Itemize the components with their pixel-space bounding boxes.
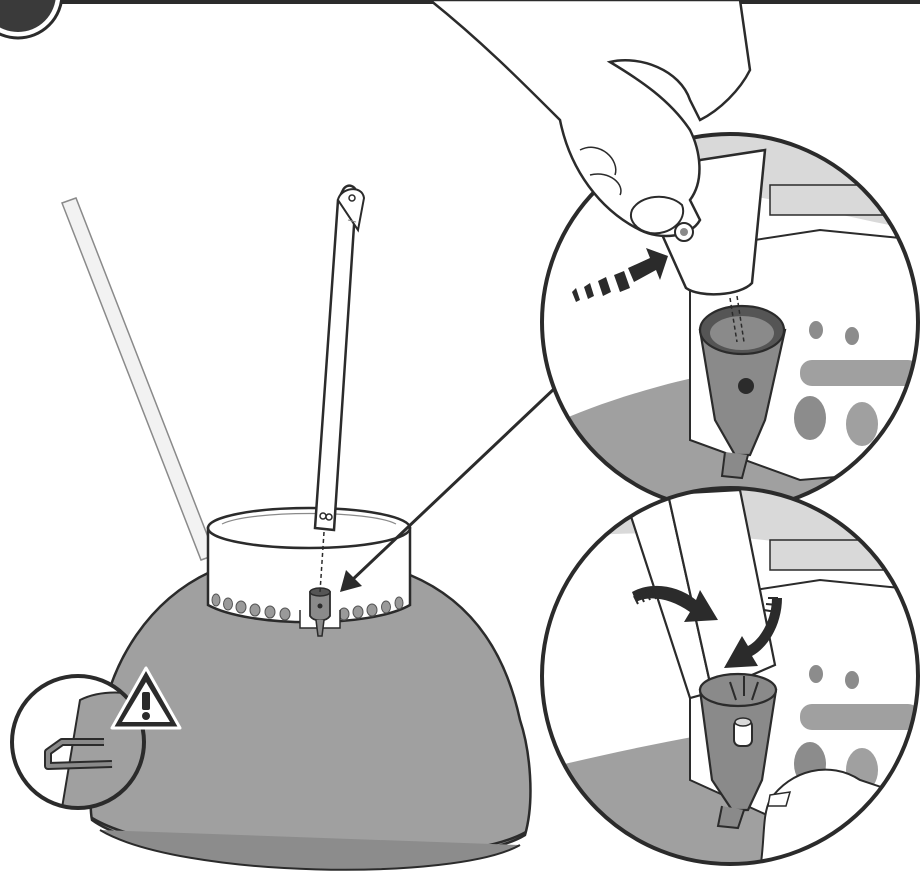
step-badge-icon <box>0 0 62 38</box>
bowl-collar <box>208 508 410 628</box>
leg-being-inserted <box>315 186 364 530</box>
installed-leg <box>62 198 215 560</box>
pointer-arrow-icon <box>340 388 555 592</box>
detail-twist-lock <box>540 480 920 870</box>
